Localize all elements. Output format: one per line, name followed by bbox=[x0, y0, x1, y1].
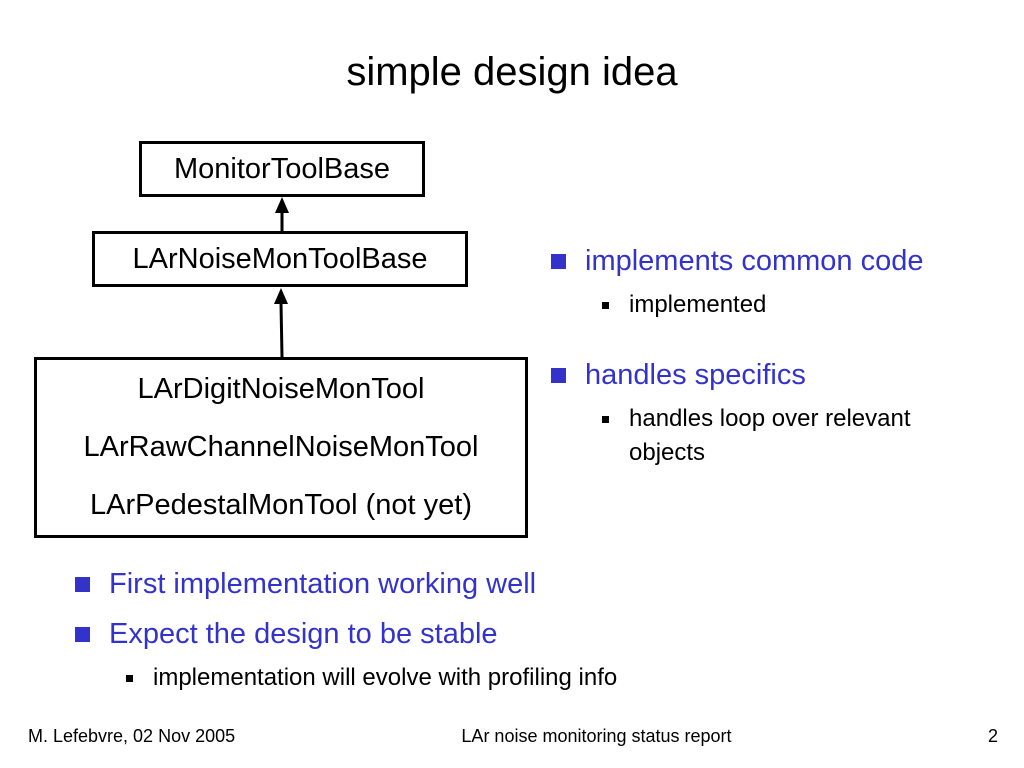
small-square-bullet-icon bbox=[602, 302, 609, 309]
bullet-expect-stable: Expect the design to be stable bbox=[109, 618, 498, 650]
bullet-handles-specifics: handles specifics bbox=[585, 359, 806, 391]
square-bullet-icon bbox=[551, 368, 566, 383]
lar-noise-mon-tool-base-label: LArNoiseMonToolBase bbox=[132, 243, 428, 275]
derived-tool-label: LArPedestalMonTool (not yet) bbox=[89, 489, 473, 521]
slide-title: simple design idea bbox=[346, 50, 678, 94]
sub-bullet-handles-loop-continued: objects bbox=[629, 439, 706, 466]
footer-report-title-text: LAr noise monitoring status report bbox=[461, 726, 732, 746]
sub-bullet-implemented: implemented bbox=[629, 291, 767, 318]
lar-noise-mon-tool-base-box: LArNoiseMonToolBase bbox=[92, 231, 468, 287]
monitor-tool-base-box: MonitorToolBase bbox=[139, 141, 425, 197]
footer-page-number: 2 bbox=[987, 726, 998, 746]
small-square-bullet-icon bbox=[126, 675, 133, 682]
small-square-bullet-icon bbox=[602, 416, 609, 423]
bullet-implements-common-code: implements common code bbox=[585, 245, 924, 277]
derived-tools-box: LArDigitNoiseMonTool LArRawChannelNoiseM… bbox=[34, 357, 528, 538]
square-bullet-icon bbox=[551, 254, 566, 269]
derived-tool-label: LArRawChannelNoiseMonTool bbox=[83, 431, 479, 463]
arrow-up-icon bbox=[274, 288, 288, 358]
arrow-up-icon bbox=[275, 197, 289, 231]
sub-bullet-handles-loop: handles loop over relevant bbox=[629, 405, 911, 432]
bullet-first-implementation: First implementation working well bbox=[109, 568, 537, 600]
derived-tool-label: LArDigitNoiseMonTool bbox=[137, 373, 425, 405]
footer-report-title: LAr noise monitoring status report bbox=[0, 724, 1024, 748]
square-bullet-icon bbox=[75, 627, 90, 642]
square-bullet-icon bbox=[75, 577, 90, 592]
sub-bullet-implementation-evolve: implementation will evolve with profilin… bbox=[153, 664, 618, 691]
monitor-tool-base-label: MonitorToolBase bbox=[174, 153, 390, 185]
footer-author-date: M. Lefebvre, 02 Nov 2005 bbox=[28, 726, 236, 746]
